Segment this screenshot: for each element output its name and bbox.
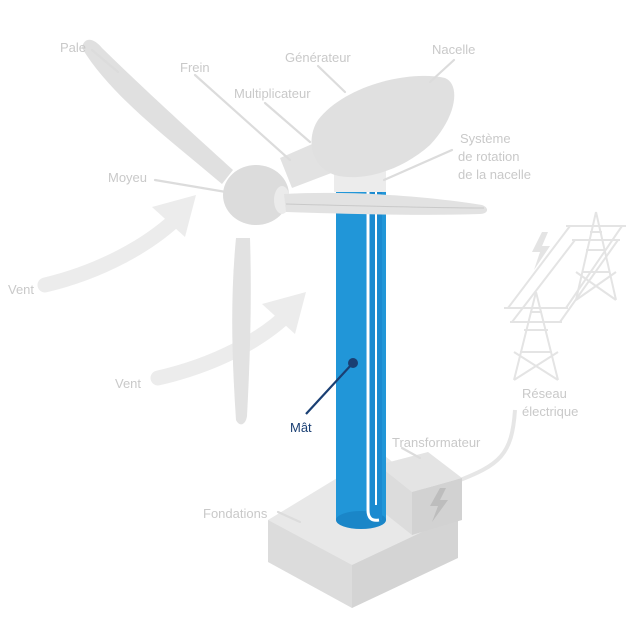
label-systeme-line2: de rotation xyxy=(458,149,519,164)
nacelle-body xyxy=(311,75,455,178)
leader-generateur xyxy=(316,64,347,94)
leader-frein xyxy=(193,73,292,162)
wind-arrow-upper xyxy=(37,195,196,293)
leader-systeme xyxy=(382,148,454,182)
label-mat: Mât xyxy=(290,420,312,435)
grid-cable xyxy=(454,409,517,484)
transformer-box xyxy=(378,452,462,535)
label-moyeu: Moyeu xyxy=(108,170,147,185)
blade-front xyxy=(284,192,488,215)
hub xyxy=(223,165,289,225)
label-reseau-line1: Réseau xyxy=(522,386,567,401)
leader-mat-dot xyxy=(348,358,358,368)
label-multiplicateur: Multiplicateur xyxy=(234,86,311,101)
label-vent-2: Vent xyxy=(115,376,141,391)
lightning-bolt-icon xyxy=(430,488,448,522)
leader-multiplicateur xyxy=(263,101,312,144)
label-fondations: Fondations xyxy=(203,506,268,521)
label-generateur: Générateur xyxy=(285,50,351,65)
label-frein: Frein xyxy=(180,60,210,75)
leader-transformateur xyxy=(400,446,422,460)
label-systeme-line3: de la nacelle xyxy=(458,167,531,182)
leader-mat xyxy=(305,363,353,415)
blade-lower xyxy=(232,238,251,425)
blade-upper xyxy=(82,39,233,184)
label-nacelle: Nacelle xyxy=(432,42,475,57)
label-reseau-line2: électrique xyxy=(522,404,578,419)
label-systeme-line1: Système xyxy=(460,131,511,146)
wind-arrow-lower xyxy=(150,292,306,386)
label-transformateur: Transformateur xyxy=(392,435,481,450)
leader-fondations xyxy=(276,510,302,524)
leader-moyeu xyxy=(153,178,228,194)
leader-nacelle xyxy=(428,58,456,84)
label-pale: Pale xyxy=(60,40,86,55)
mast xyxy=(336,186,386,529)
leader-pale xyxy=(90,48,120,74)
lightning-bolt-icon xyxy=(532,232,550,270)
power-pylons xyxy=(504,211,626,381)
label-vent-1: Vent xyxy=(8,282,34,297)
